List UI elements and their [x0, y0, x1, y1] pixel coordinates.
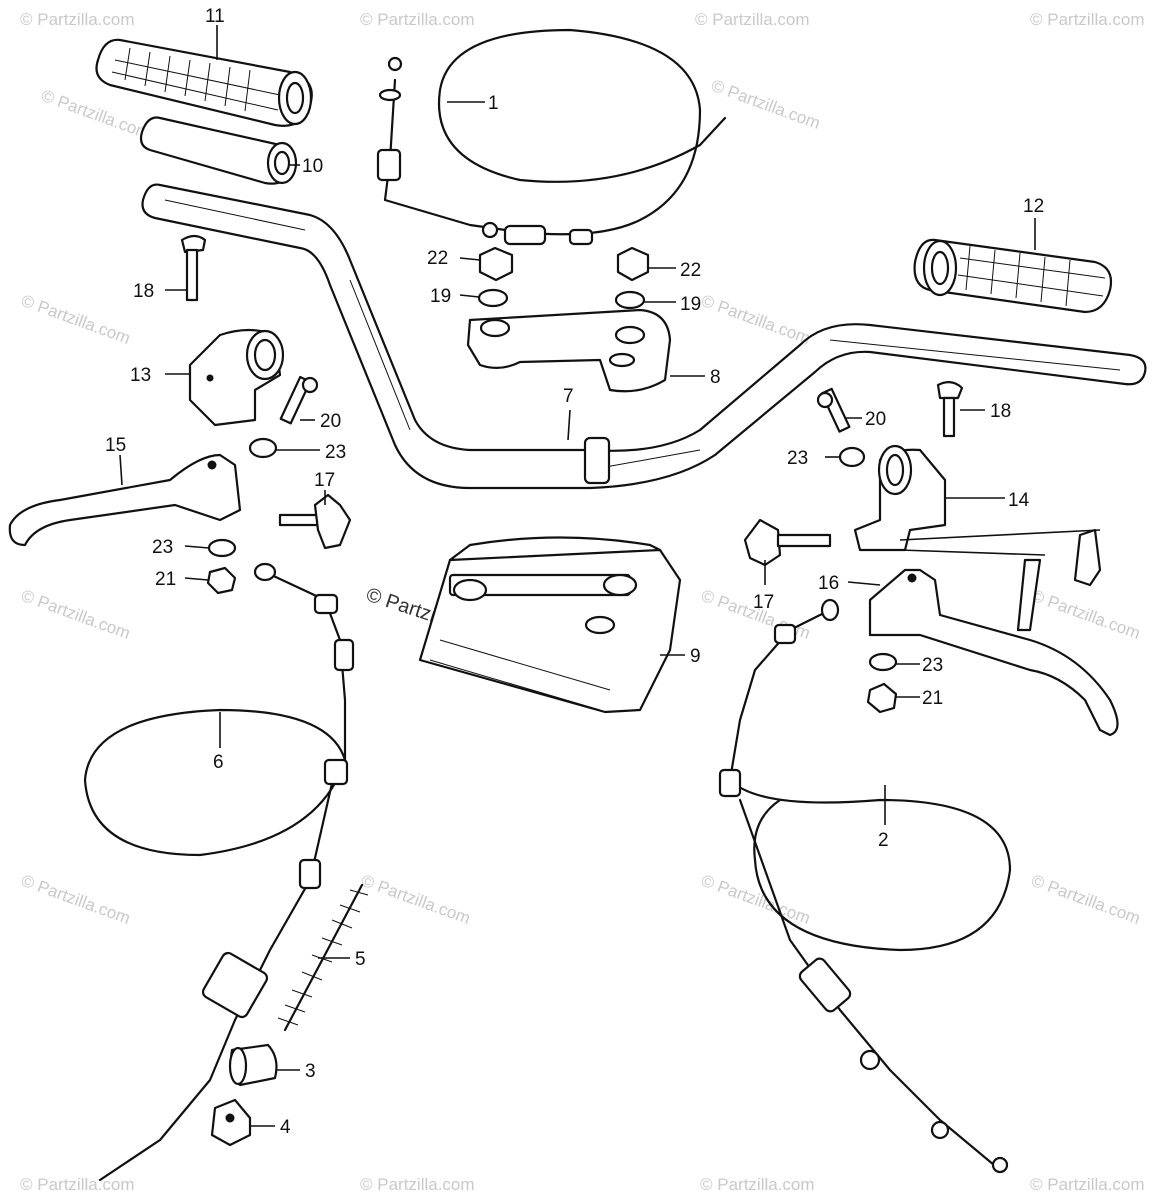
- part-10-throttle-tube[interactable]: [139, 116, 298, 185]
- callout-18b: 18: [990, 401, 1011, 422]
- watermark: © Partzilla.com: [699, 291, 813, 348]
- watermark: © Partzilla.com: [20, 1175, 135, 1194]
- callout-8: 8: [710, 367, 721, 388]
- watermark: © Partzilla.com: [1029, 586, 1143, 643]
- callout-21a: 21: [155, 569, 176, 590]
- part-17-pivot-bolt-right[interactable]: [743, 518, 832, 567]
- handlebar-collar: [583, 436, 611, 485]
- callout-10: 10: [302, 156, 323, 177]
- part-23-washer[interactable]: [207, 538, 237, 558]
- callout-20a: 20: [320, 411, 341, 432]
- callout-22a: 22: [427, 248, 448, 269]
- part-11-left-grip[interactable]: [95, 38, 313, 127]
- part-14-right-lever-bracket[interactable]: [853, 444, 1102, 632]
- part-19-washer-right[interactable]: [614, 290, 646, 310]
- watermark: © Partzilla.com: [709, 76, 823, 133]
- part-23-washer[interactable]: [838, 446, 866, 468]
- part-18-bolt-right[interactable]: [936, 381, 964, 438]
- part-23-washer[interactable]: [248, 437, 278, 459]
- callout-9: 9: [690, 646, 701, 667]
- watermark: © Partzilla.com: [1030, 10, 1145, 29]
- watermark: © Partzilla.com: [360, 1175, 475, 1194]
- part-21-nut-left[interactable]: [206, 566, 237, 595]
- callout-1: 1: [488, 93, 499, 114]
- part-20-bolt-right[interactable]: [816, 387, 851, 433]
- callout-23c: 23: [787, 448, 808, 469]
- part-22-nut-left[interactable]: [478, 246, 514, 282]
- part-7-handlebar[interactable]: [141, 183, 1147, 490]
- watermark: © Partzilla.com: [1030, 1175, 1145, 1194]
- callout-22b: 22: [680, 260, 701, 281]
- callout-12: 12: [1023, 196, 1044, 217]
- callout-19b: 19: [680, 294, 701, 315]
- part-9-lower-holder[interactable]: [418, 536, 682, 714]
- part-6-clutch-cable[interactable]: [83, 562, 355, 1182]
- part-17-pivot-bolt-left[interactable]: [278, 493, 352, 550]
- watermark: © Partzilla.com: [19, 871, 133, 928]
- callout-15: 15: [105, 435, 126, 456]
- watermark: © Partzilla.com: [695, 10, 810, 29]
- watermark: © Partzilla.com: [20, 10, 135, 29]
- part-1-throttle-cable[interactable]: [376, 28, 727, 246]
- callout-23a: 23: [325, 442, 346, 463]
- part-12-right-grip[interactable]: [913, 238, 1113, 314]
- callout-7: 7: [563, 386, 574, 407]
- callout-2: 2: [878, 830, 889, 851]
- callout-20b: 20: [865, 409, 886, 430]
- watermark: © Partzilla.com: [359, 871, 473, 928]
- callout-labels: 11 1 10 12 18 22 19 22 19 8 13 20 23 7 1…: [105, 6, 1044, 1138]
- part-13-left-lever-bracket[interactable]: [188, 328, 285, 427]
- callout-23b: 23: [152, 537, 173, 558]
- part-21-nut-right[interactable]: [866, 682, 898, 714]
- part-15-left-lever[interactable]: [8, 453, 242, 547]
- part-20-bolt-left[interactable]: [279, 375, 319, 425]
- part-8-upper-holder[interactable]: [466, 308, 672, 393]
- leader-lines: [119, 25, 1036, 1127]
- part-18-bolt-left[interactable]: [180, 234, 207, 302]
- callout-23d: 23: [922, 655, 943, 676]
- callout-19a: 19: [430, 286, 451, 307]
- callout-4: 4: [280, 1117, 291, 1138]
- watermark: © Partzilla.com: [1029, 871, 1143, 928]
- part-19-washer-left[interactable]: [477, 288, 509, 308]
- part-2-brake-cable[interactable]: [718, 598, 1012, 1174]
- callout-13: 13: [130, 365, 151, 386]
- part-23-washer[interactable]: [868, 652, 898, 672]
- watermark: © Partzilla.com: [39, 86, 153, 143]
- watermark: © Partzilla.com: [19, 586, 133, 643]
- watermark: © Partzilla.com: [699, 871, 813, 928]
- callout-17a: 17: [314, 470, 335, 491]
- callout-11: 11: [205, 6, 225, 27]
- callout-16: 16: [818, 573, 839, 594]
- part-4-lock-nut[interactable]: [210, 1098, 252, 1147]
- callout-18a: 18: [133, 281, 154, 302]
- watermark: © Partzilla.com: [360, 10, 475, 29]
- callout-5: 5: [355, 949, 366, 970]
- callout-6: 6: [213, 752, 224, 773]
- part-3-adjuster-sleeve[interactable]: [228, 1043, 278, 1087]
- part-22-nut-right[interactable]: [616, 246, 650, 282]
- callout-21b: 21: [922, 688, 943, 709]
- callout-3: 3: [305, 1061, 316, 1082]
- watermark: © Partzilla.com: [19, 291, 133, 348]
- callout-17b: 17: [753, 592, 774, 613]
- callout-14: 14: [1008, 490, 1030, 511]
- watermark: © Partzilla.com: [700, 1175, 815, 1194]
- part-16-right-lever[interactable]: [868, 568, 1119, 737]
